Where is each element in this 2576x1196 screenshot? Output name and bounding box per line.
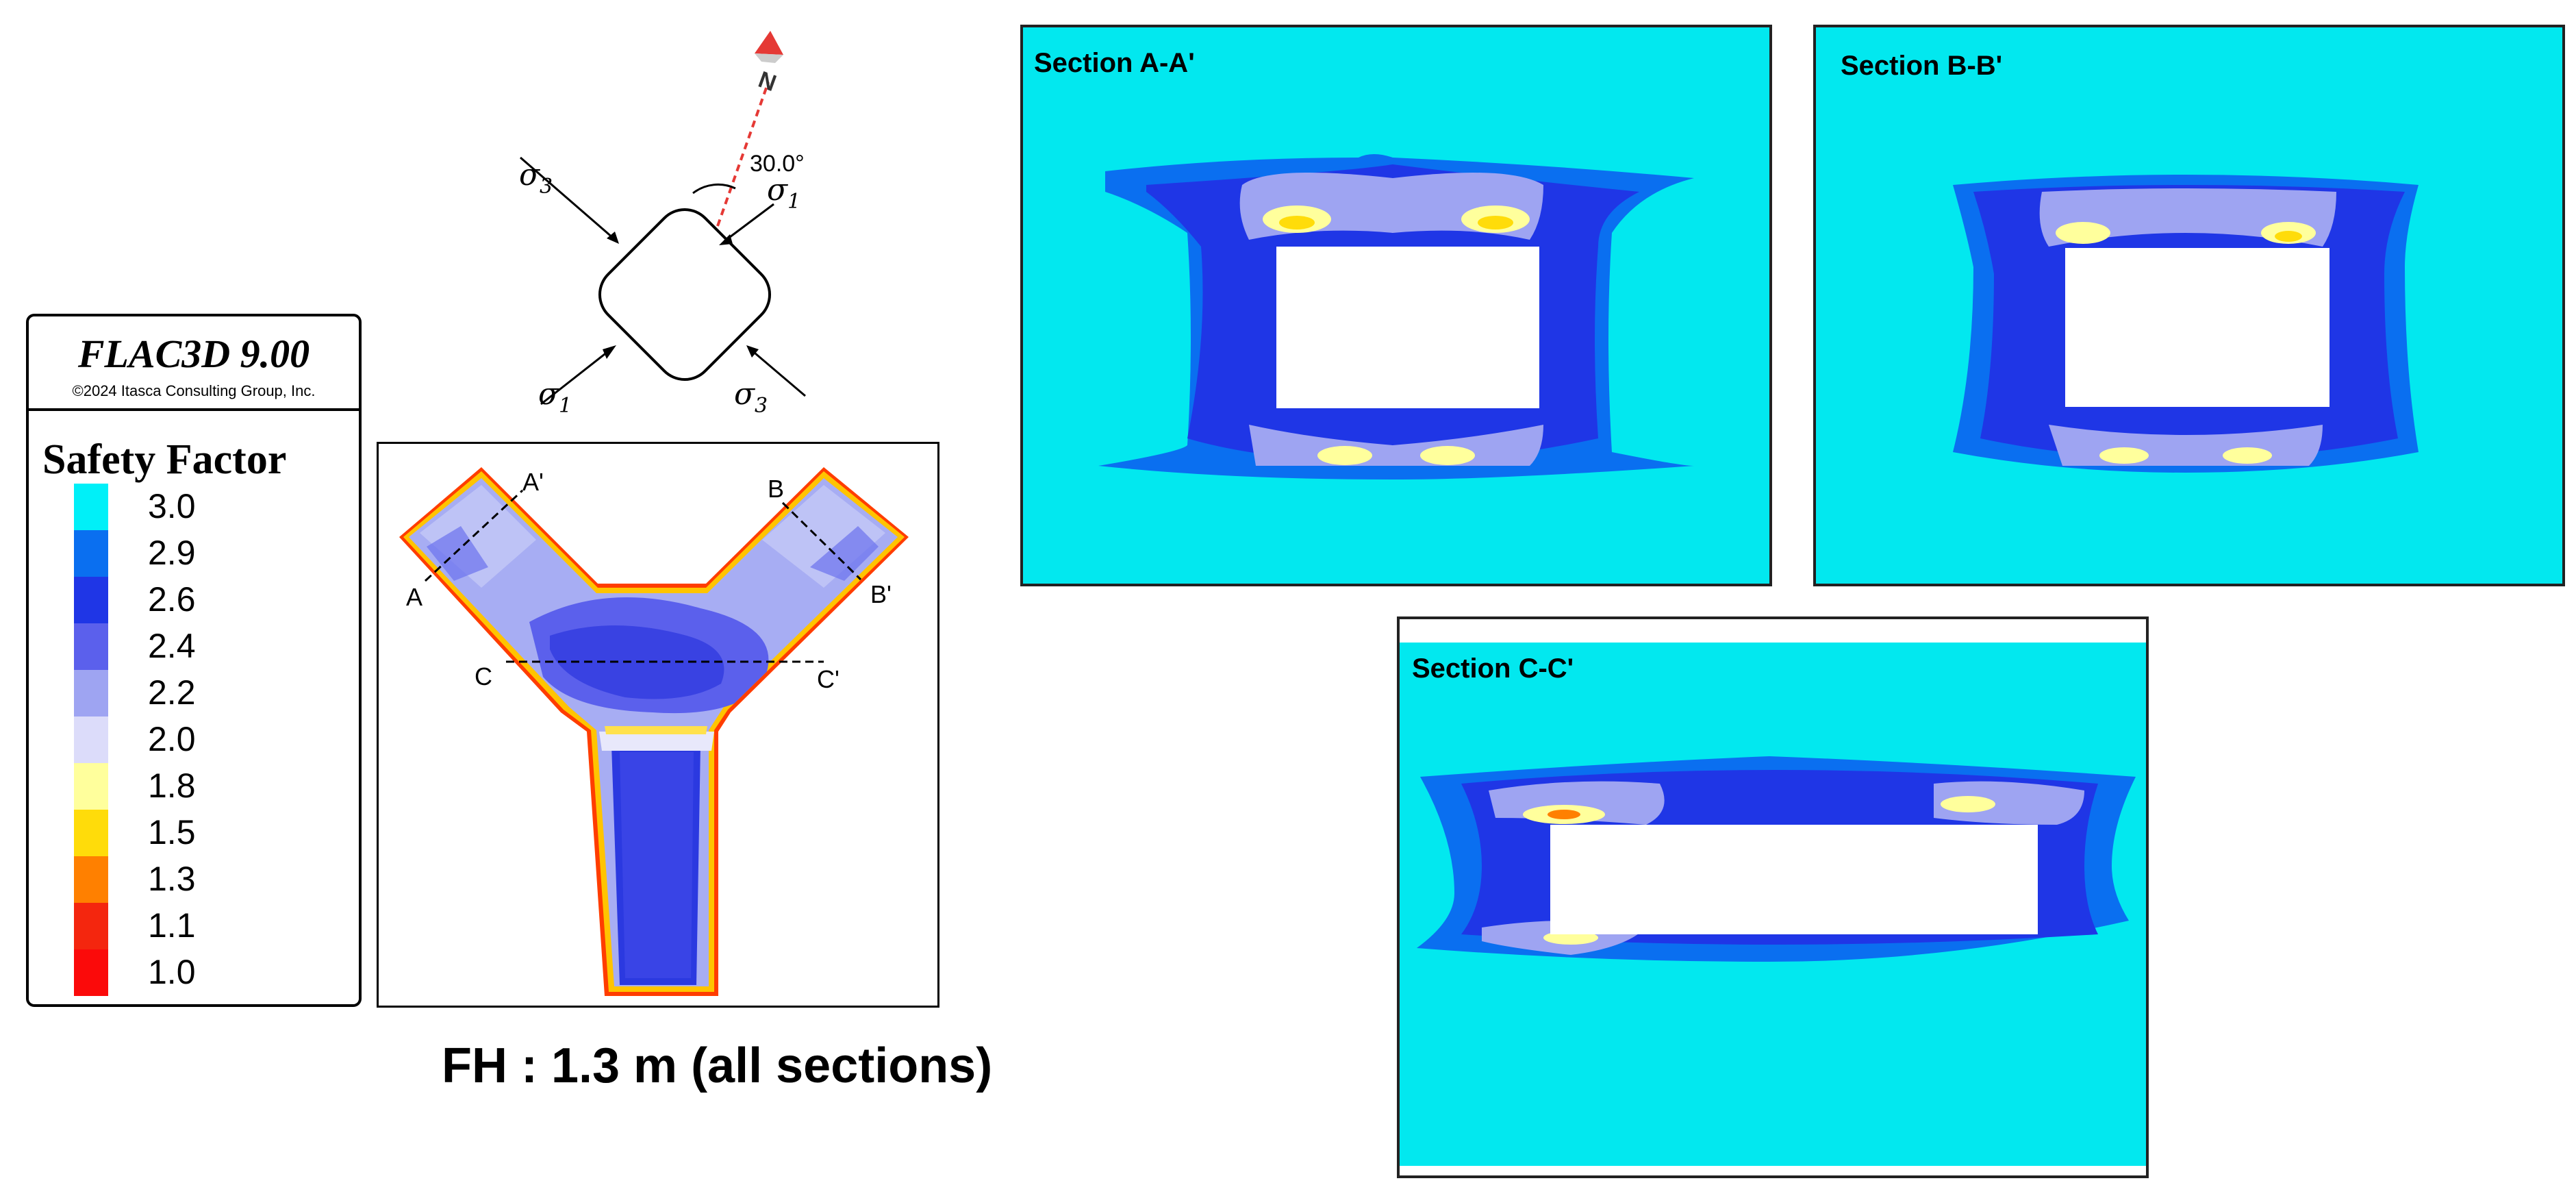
- legend-label: 2.2: [148, 673, 196, 712]
- section-cc-panel: Section C-C': [1397, 616, 2149, 1178]
- legend-label: 2.9: [148, 534, 196, 572]
- legend-label: 1.3: [148, 860, 196, 898]
- legend-swatch: [74, 903, 108, 949]
- legend-label: 1.1: [148, 906, 196, 945]
- safety-factor-legend: Safety Factor 3.0 2.9 2.6 2.4 2.2 2.0 1.8 1.5 1.…: [26, 408, 362, 1007]
- stress-orientation-diagram: N 30.0° σ1 σ3 σ1 σ3: [519, 31, 806, 418]
- legend-label: 2.4: [148, 627, 196, 665]
- svg-text:σ3: σ3: [519, 158, 553, 199]
- section-line-aa: [424, 489, 524, 582]
- legend-swatch: [74, 763, 108, 810]
- section-bb-panel: Section B-B': [1813, 25, 2565, 586]
- sigma1-arrow-top: [724, 203, 774, 242]
- legend-swatch: [74, 577, 108, 623]
- north-label: N: [755, 66, 780, 97]
- marker-a-prime: A': [522, 468, 544, 496]
- section-aa-contour: [1098, 154, 1694, 479]
- sigma1-arrow-bottom: [540, 348, 611, 406]
- legend-swatch: [74, 717, 108, 763]
- svg-text:σ1: σ1: [538, 377, 572, 418]
- legend-label: 2.0: [148, 720, 196, 758]
- legend-swatch: [74, 670, 108, 717]
- legend-label: 1.8: [148, 767, 196, 805]
- legend-label: 1.0: [148, 953, 196, 991]
- sigma3-arrow-top: [520, 156, 614, 240]
- app-name: FLAC3D 9.00: [77, 332, 310, 376]
- legend-title: Safety Factor: [42, 436, 287, 483]
- section-line-bb: [781, 501, 862, 581]
- angle-label: 30.0°: [750, 151, 805, 177]
- section-bb-contour: [1953, 175, 2419, 473]
- section-bb-title: Section B-B': [1841, 51, 2003, 81]
- sigma3-arrow-bottom: [750, 348, 806, 397]
- section-cc-title: Section C-C': [1412, 653, 1574, 684]
- marker-b-prime: B': [870, 580, 892, 608]
- legend-swatch: [74, 856, 108, 903]
- opening-bb: [2065, 248, 2329, 407]
- svg-text:σ1: σ1: [767, 173, 800, 214]
- legend-swatch: [74, 949, 108, 996]
- marker-b: B: [768, 475, 784, 503]
- marker-a: A: [406, 583, 422, 611]
- marker-c: C: [475, 662, 492, 690]
- opening-aa: [1276, 247, 1539, 408]
- section-aa-panel: Section A-A': [1020, 25, 1772, 586]
- angle-arc: [692, 183, 736, 195]
- legend-swatch: [74, 530, 108, 577]
- legend-swatch: [74, 484, 108, 530]
- opening-shape: [598, 208, 772, 382]
- legend-label: 2.6: [148, 580, 196, 619]
- legend-label: 3.0: [148, 487, 196, 525]
- figure-caption: FH : 1.3 m (all sections): [442, 1038, 993, 1093]
- legend-swatch: [74, 810, 108, 856]
- legend-label: 1.5: [148, 813, 196, 851]
- copyright-text: ©2024 Itasca Consulting Group, Inc.: [72, 382, 316, 399]
- section-cc-contour: [1417, 756, 2136, 962]
- opening-cc: [1550, 825, 2038, 934]
- svg-text:σ3: σ3: [734, 377, 768, 418]
- marker-c-prime: C': [817, 665, 839, 693]
- plan-view-panel: A A' B B' C C': [377, 442, 939, 1008]
- legend-swatch: [74, 623, 108, 670]
- legend-header: FLAC3D 9.00 ©2024 Itasca Consulting Grou…: [26, 314, 362, 408]
- plan-view-contour: A A' B B' C C': [399, 467, 909, 996]
- section-aa-title: Section A-A': [1034, 48, 1195, 78]
